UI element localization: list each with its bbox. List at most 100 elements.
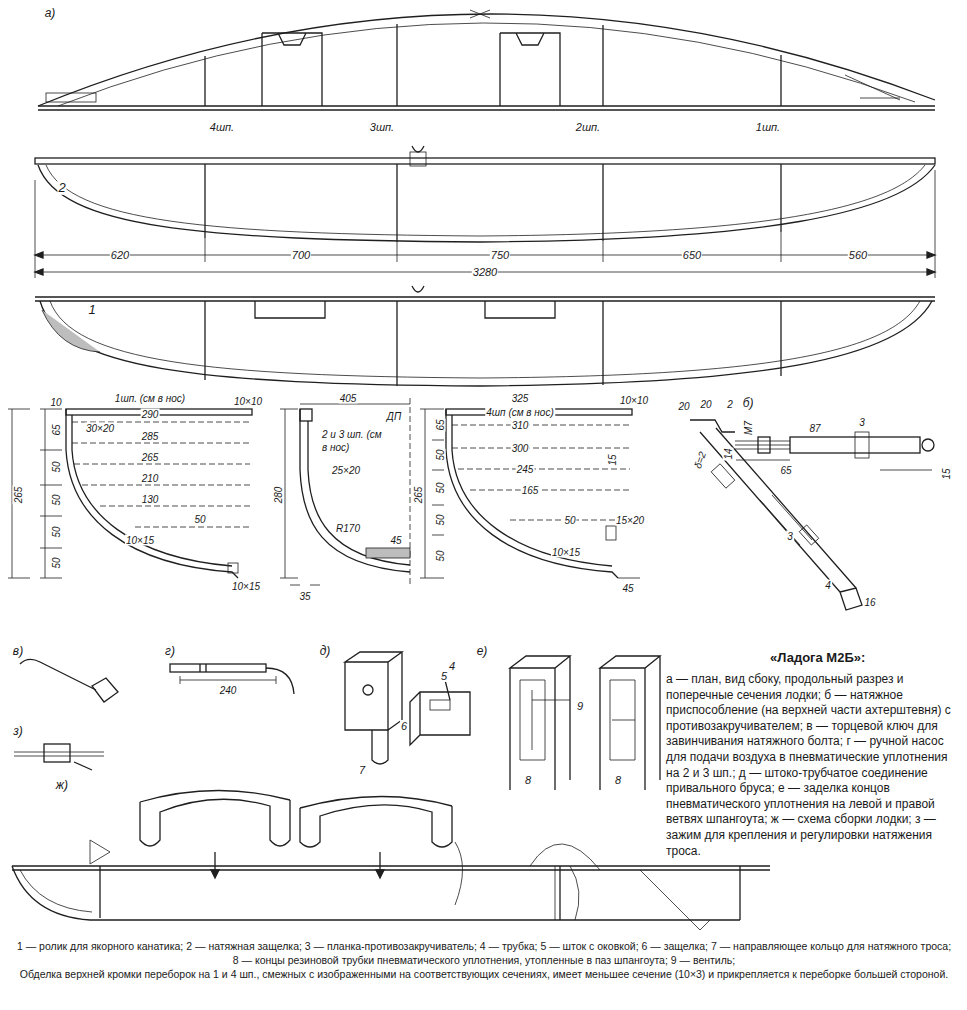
drawing-line [922,439,934,451]
drawing-line [290,585,320,586]
dimension-label: 265 [13,486,24,505]
drawing-line [300,805,452,847]
dimension-label: 5 [440,670,448,682]
dimension-label: 50 [51,525,62,538]
dimension-label: 10×15 [125,535,155,546]
drawing-line [40,301,932,386]
dimension-label: 130 [141,494,160,505]
drawing-line [410,692,470,745]
dimension-label: 3280 [472,266,498,278]
longitudinal-section [35,286,935,386]
dimension-label: е) [476,645,489,658]
dimension-label: 50 [51,493,62,506]
dimension-label: 50 [435,513,446,526]
dimension-label: 50 [51,556,62,569]
drawing-line [200,664,206,672]
dimension-label: 210 [141,473,160,484]
dimension-label: 50 [51,460,62,473]
dimension-label: 620 [110,249,130,261]
dimension-label: а) [44,7,57,20]
drawing-line [300,409,312,421]
dimension-label: 265 [141,452,160,463]
dimension-label: 700 [291,249,311,261]
dimension-label: 50 [435,448,446,461]
drawing-line [20,870,92,912]
dimension-label: 20 [677,401,690,412]
dimension-label: б) [742,397,755,410]
drawing-line [180,676,276,684]
rope-clamp [14,744,104,770]
dimension-label: 10 [49,397,62,408]
drawing-line [50,301,920,378]
drawing-line [140,790,290,802]
drawing-line [300,404,410,405]
drawing-line [72,422,250,527]
drawing-line [532,690,570,750]
dimension-label: 87 [808,423,821,434]
dimension-label: 7 [358,764,366,776]
dimension-label: 9 [576,700,584,712]
dimension-label: 4шп (см в нос) [485,407,555,418]
drawing-title: «Ладога М2Б»: [770,650,960,667]
drawing-line [735,441,790,449]
dimension-label: з) [12,725,24,738]
note-text: а — план, вид сбоку, продольный разрез и… [666,672,959,859]
plan-view [38,10,935,110]
drawing-line [170,664,266,672]
dimension-label: 750 [490,249,510,261]
dimension-label: 1шп. [755,121,781,133]
dimension-label: г) [164,645,176,658]
drawing-line [412,146,424,152]
dimension-label: 8 [524,774,532,786]
drawing-line [40,409,62,578]
dimension-label: 310 [511,420,530,431]
drawing-line [711,464,735,488]
dimension-label: 6 [400,720,408,732]
drawing-line [205,24,781,106]
drawing-line [205,301,781,386]
drawing-line [308,421,410,565]
drawing-line [445,680,450,700]
dimension-label: 325 [511,393,530,404]
drawing-line [452,425,630,520]
drawing-line [8,409,30,578]
dimension-label: 290 [141,409,160,420]
drawing-line [363,685,373,695]
drawing-line [74,762,92,770]
drawing-line [72,415,232,566]
dimension-label: 20 [699,399,712,410]
drawing-line [255,301,555,318]
dimension-label: 2 [726,399,734,410]
dimension-label: 3 [786,531,794,542]
drawing-line [600,656,660,790]
dimension-label: 50 [435,549,446,562]
drawing-line [300,796,452,808]
dimension-label: 50 [435,481,446,494]
tension-device [690,420,934,610]
note-text: Обделка верхней кромки переборок на 1 и … [14,968,954,982]
drawing-line [262,33,322,106]
drawing-line [736,460,932,470]
drawing-line [140,799,290,846]
dimension-label: д) [319,645,332,658]
dimension-label: 4шп. [209,121,235,133]
drawing-line [530,844,600,870]
drawing-line [452,415,612,566]
dimension-label: 15 [607,453,618,466]
drawing-line [35,170,935,278]
dimension-label: 3 [858,417,866,428]
dimension-label: 16 [863,597,876,608]
drawing-line [455,842,463,905]
seal-ends [510,656,660,790]
dimension-label: в) [12,645,24,658]
dimension-label: 245 [516,464,535,475]
drawing-line [700,428,856,592]
dimension-label: ДП [386,411,402,422]
dimension-label: 25×20 [331,465,361,476]
dimension-label: 10×10 [233,396,263,407]
dimension-label: 65 [51,423,62,436]
dimension-label: 1 [87,303,96,317]
drawing-line [215,852,380,872]
dimension-label: 405 [339,393,358,404]
drawing-line [618,578,640,579]
